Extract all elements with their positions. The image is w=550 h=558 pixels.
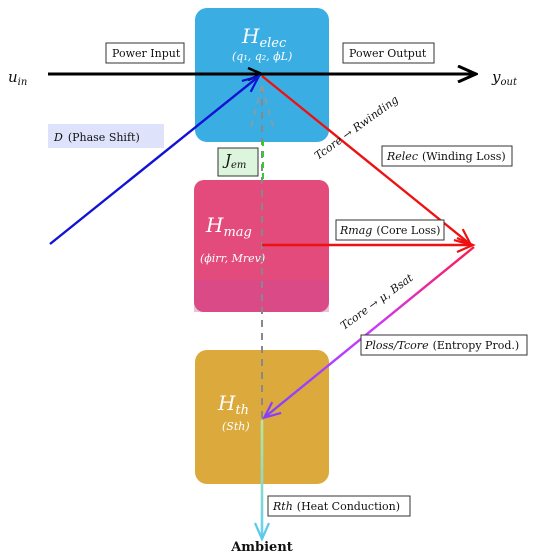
block-h-mag-title: Hmag — [205, 213, 252, 240]
winding-loss-line — [261, 75, 473, 247]
svg-text:Rmag(Core Loss): Rmag(Core Loss) — [339, 224, 440, 237]
svg-text:Jem: Jem — [222, 151, 246, 171]
block-h-mag-state: (ϕirr, Mrev) — [200, 252, 265, 265]
fan-dash-1 — [249, 85, 263, 131]
y-out-label: yout — [491, 68, 518, 88]
svg-text:D(Phase Shift): D(Phase Shift) — [53, 131, 140, 144]
block-h-elec-title: Helec — [241, 24, 287, 51]
block-h-th-state: (Sth) — [222, 420, 250, 433]
j-em-label: Jem — [217, 147, 259, 177]
power-output-label: Power Output — [342, 42, 435, 64]
phase-shift-line — [49, 74, 261, 245]
heat-conduction-label: Rth(Heat Conduction) — [267, 495, 411, 517]
power-input-label: Power Input — [105, 42, 185, 64]
u-in-label: uin — [8, 68, 27, 88]
svg-text:Power Input: Power Input — [112, 47, 181, 60]
entropy-line — [262, 246, 475, 420]
svg-text:Power Output: Power Output — [349, 47, 427, 60]
winding-loss-label: Relec(Winding Loss) — [381, 145, 513, 167]
entropy-label: Ploss/Tcore(Entropy Prod.) — [360, 334, 528, 356]
block-h-elec-state: (q₁, q₂, ϕL) — [232, 50, 292, 63]
phase-shift-label: D(Phase Shift) — [48, 124, 164, 148]
svg-text:Relec(Winding Loss): Relec(Winding Loss) — [386, 150, 506, 163]
block-h-th-title: Hth — [217, 391, 249, 418]
svg-text:Ploss/Tcore(Entropy Prod.): Ploss/Tcore(Entropy Prod.) — [364, 339, 519, 352]
core-loss-label: Rmag(Core Loss) — [335, 219, 445, 241]
t-core-mu-label: Tcore → μ, Bsat — [338, 271, 416, 332]
fan-dash-2 — [261, 85, 275, 131]
ambient-label: Ambient — [230, 540, 293, 555]
svg-text:Rth(Heat Conduction): Rth(Heat Conduction) — [272, 500, 400, 513]
